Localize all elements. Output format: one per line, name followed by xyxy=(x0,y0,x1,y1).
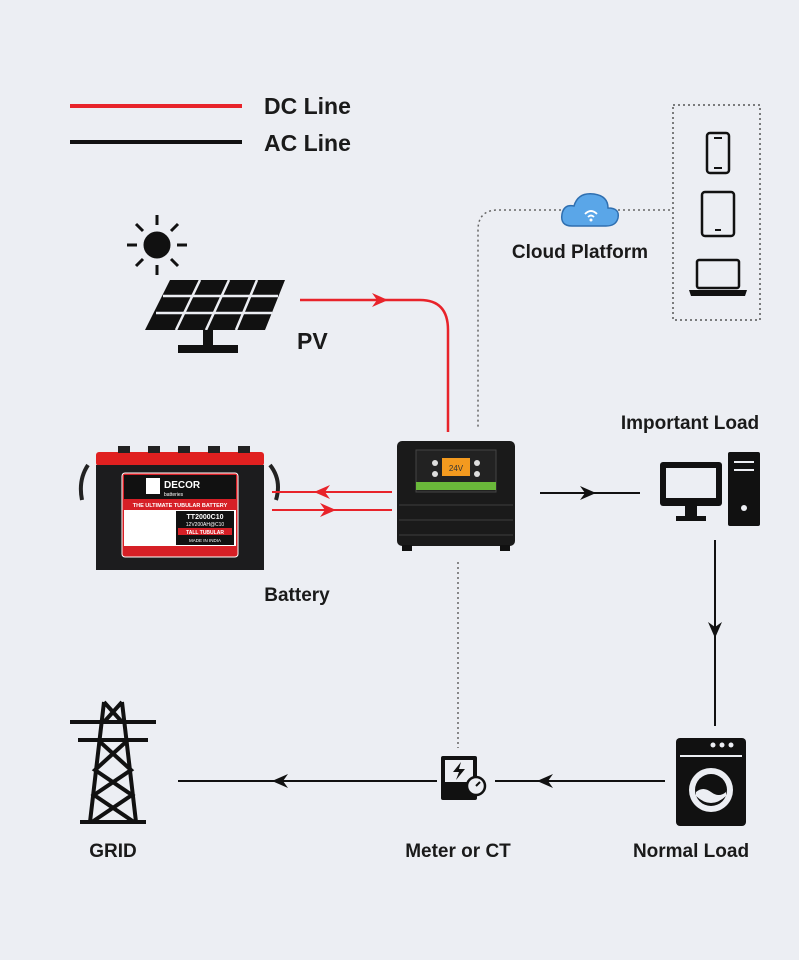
arrow-icon xyxy=(320,503,336,517)
battery-origin: MADE IN INDIA xyxy=(189,538,221,543)
arrow-icon xyxy=(708,622,722,638)
cloud-icon xyxy=(560,193,620,227)
washing-machine-icon xyxy=(676,738,746,826)
normal-load-label: Normal Load xyxy=(633,841,749,862)
inverter-display: 24V xyxy=(449,464,464,473)
laptop-icon xyxy=(689,258,747,296)
battery-label: Battery xyxy=(264,585,330,606)
transmission-tower-icon xyxy=(70,700,156,824)
battery-brand: DECOR xyxy=(164,480,201,491)
tablet-icon xyxy=(700,190,736,238)
pv-dc-line xyxy=(300,298,450,432)
meter-label: Meter or CT xyxy=(405,841,511,862)
legend-dc-label: DC Line xyxy=(264,93,351,119)
battery-rating: 12V200AH@C10 xyxy=(186,522,225,528)
battery-sub: batteries xyxy=(164,492,184,498)
computer-icon xyxy=(660,452,760,526)
battery-image: DECOR batteries THE ULTIMATE TUBULAR BAT… xyxy=(78,446,280,570)
devices-box xyxy=(672,104,761,321)
cloud-link-line xyxy=(477,209,566,428)
meter-icon xyxy=(441,756,487,800)
arrow-icon xyxy=(580,486,596,500)
inverter-image: 24V xyxy=(397,441,515,551)
cloud-platform-label: Cloud Platform xyxy=(512,242,648,263)
pv-label: PV xyxy=(297,328,328,354)
important-load-label: Important Load xyxy=(621,413,759,434)
battery-tagline: THE ULTIMATE TUBULAR BATTERY xyxy=(133,503,228,509)
solar-panel-icon xyxy=(145,279,285,353)
arrow-icon xyxy=(314,485,330,499)
battery-type: TALL TUBULAR xyxy=(186,530,224,536)
legend: DC Line AC Line xyxy=(70,93,351,156)
arrow-icon xyxy=(272,774,288,788)
arrow-icon xyxy=(372,293,388,307)
arrow-icon xyxy=(537,774,553,788)
phone-icon xyxy=(705,131,731,175)
battery-model: TT2000C10 xyxy=(187,514,224,521)
legend-ac-label: AC Line xyxy=(264,130,351,156)
grid-label: GRID xyxy=(89,841,137,862)
sun-icon xyxy=(127,215,187,275)
